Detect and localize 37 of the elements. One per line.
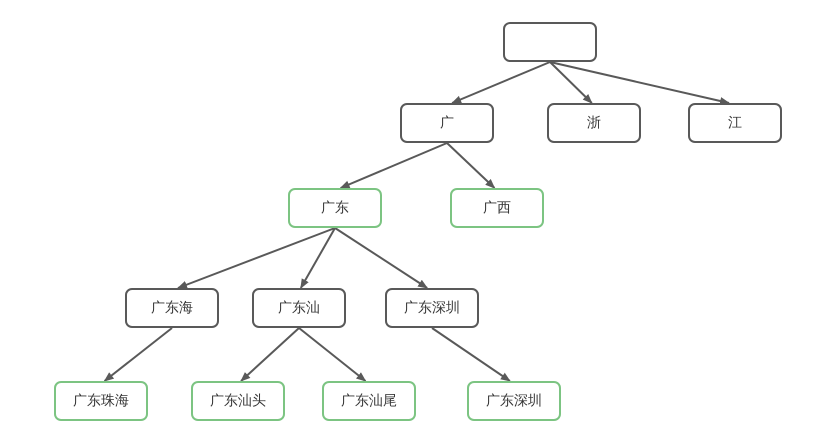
arrow bbox=[104, 327, 173, 382]
tree-node-box bbox=[191, 381, 285, 421]
arrow bbox=[334, 227, 428, 289]
node-label: 广东汕头 bbox=[210, 392, 266, 410]
tree-node-box bbox=[322, 381, 416, 421]
node-label: 广西 bbox=[483, 199, 511, 217]
arrow bbox=[550, 61, 730, 105]
tree-node-box bbox=[54, 381, 148, 421]
node-label: 广东汕 bbox=[278, 299, 320, 317]
arrow bbox=[451, 61, 550, 104]
arrow bbox=[240, 327, 300, 382]
tree-node-box bbox=[547, 103, 641, 143]
tree-node-box bbox=[450, 188, 544, 228]
node-label: 广 bbox=[440, 114, 454, 132]
arrow bbox=[300, 228, 336, 289]
arrow bbox=[177, 227, 336, 289]
node-label: 广东深圳 bbox=[404, 299, 460, 317]
tree-node-box bbox=[252, 288, 346, 328]
node-label: 广东珠海 bbox=[73, 392, 129, 410]
node-label: 广东 bbox=[321, 199, 349, 217]
tree-node-box bbox=[125, 288, 219, 328]
node-label: 江 bbox=[728, 114, 742, 132]
node-label: 广东海 bbox=[151, 299, 193, 317]
tree-node-box bbox=[400, 103, 494, 143]
tree-node-box bbox=[385, 288, 479, 328]
node-label: 广东汕尾 bbox=[341, 392, 397, 410]
tree-node-box bbox=[288, 188, 382, 228]
arrow bbox=[446, 142, 496, 189]
arrow bbox=[431, 327, 511, 382]
tree-node-box bbox=[688, 103, 782, 143]
node-label: 广东深圳 bbox=[486, 392, 542, 410]
arrow bbox=[340, 142, 448, 189]
arrow bbox=[298, 327, 366, 382]
arrow bbox=[549, 61, 593, 104]
tree-node-box bbox=[467, 381, 561, 421]
node-label: 浙 bbox=[587, 114, 601, 132]
tree-node-box bbox=[503, 22, 597, 62]
